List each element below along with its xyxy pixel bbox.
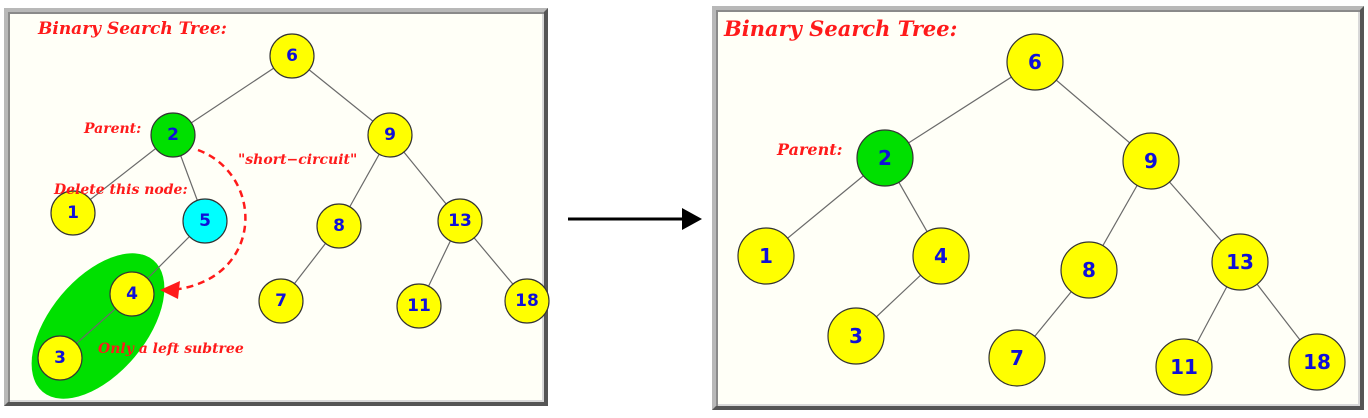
before-node-9: 9	[367, 112, 413, 158]
before-title: Binary Search Tree:	[37, 19, 227, 39]
right-arrow-icon	[568, 208, 702, 230]
before-node-label: 9	[384, 125, 396, 145]
after-node-4: 4	[912, 227, 970, 285]
after-parent-label: Parent:	[776, 140, 843, 159]
after-node-1: 1	[737, 227, 795, 285]
before-tree: 6 2 9 1 5 8 13 4 7 11 18 3 Binary Search Tree: Pare…	[31, 19, 550, 399]
after-node-label: 7	[1010, 346, 1024, 370]
before-node-2: 2	[150, 112, 196, 158]
before-node-label: 7	[275, 291, 287, 311]
before-node-label: 2	[167, 125, 179, 145]
before-node-label: 5	[199, 211, 211, 231]
after-node-label: 9	[1144, 149, 1158, 173]
after-node-18: 18	[1288, 333, 1346, 391]
after-node-label: 6	[1028, 50, 1042, 74]
after-node-label: 18	[1303, 350, 1331, 374]
before-node-18: 18	[504, 278, 550, 324]
after-node-9: 9	[1122, 132, 1180, 190]
after-node-7: 7	[988, 329, 1046, 387]
before-node-8: 8	[316, 203, 362, 249]
before-parent-label: Parent:	[83, 121, 141, 137]
after-edge-6-2	[884, 61, 1036, 159]
after-node-3: 3	[827, 307, 885, 365]
after-node-13: 13	[1211, 233, 1269, 291]
before-node-7: 7	[258, 278, 304, 324]
before-node-11: 11	[396, 283, 442, 329]
short-circuit-arrowhead	[160, 281, 180, 299]
before-node-13: 13	[437, 198, 483, 244]
after-node-6: 6	[1006, 33, 1064, 91]
after-node-label: 8	[1082, 258, 1096, 282]
after-tree: 6 2 9 1 4 3 8 13 7 11 18 Binary Search Tree: Paren…	[723, 16, 1346, 396]
short-circuit-label: "short−circuit"	[238, 152, 357, 168]
before-edge-6-2	[172, 55, 293, 136]
before-node-5: 5	[182, 198, 228, 244]
before-node-6: 6	[269, 33, 315, 79]
before-node-4: 4	[109, 271, 155, 317]
after-node-11: 11	[1155, 338, 1213, 396]
before-node-1: 1	[50, 190, 96, 236]
after-node-label: 4	[934, 244, 948, 268]
subtree-label: Only a left subtree	[98, 341, 244, 357]
after-title: Binary Search Tree:	[723, 16, 957, 41]
before-node-label: 1	[67, 203, 79, 223]
before-node-3: 3	[37, 335, 83, 381]
after-node-2: 2	[856, 129, 914, 187]
after-node-label: 3	[849, 324, 863, 348]
after-nodes: 6 2 9 1 4 3 8 13 7 11 18	[737, 33, 1346, 396]
before-node-label: 3	[54, 348, 66, 368]
after-node-label: 2	[878, 146, 892, 170]
before-node-label: 6	[286, 46, 298, 66]
after-node-label: 13	[1226, 250, 1254, 274]
before-nodes: 6 2 9 1 5 8 13 4 7 11 18 3	[37, 33, 550, 381]
before-node-label: 11	[407, 296, 431, 316]
before-node-label: 18	[515, 291, 539, 311]
before-node-label: 4	[126, 284, 138, 304]
delete-node-label: Delete this node:	[53, 182, 188, 198]
before-node-label: 13	[448, 211, 472, 231]
after-node-label: 1	[759, 244, 773, 268]
after-node-label: 11	[1170, 355, 1198, 379]
short-circuit-arrow	[171, 148, 247, 292]
before-node-label: 8	[333, 216, 345, 236]
after-node-8: 8	[1060, 241, 1118, 299]
